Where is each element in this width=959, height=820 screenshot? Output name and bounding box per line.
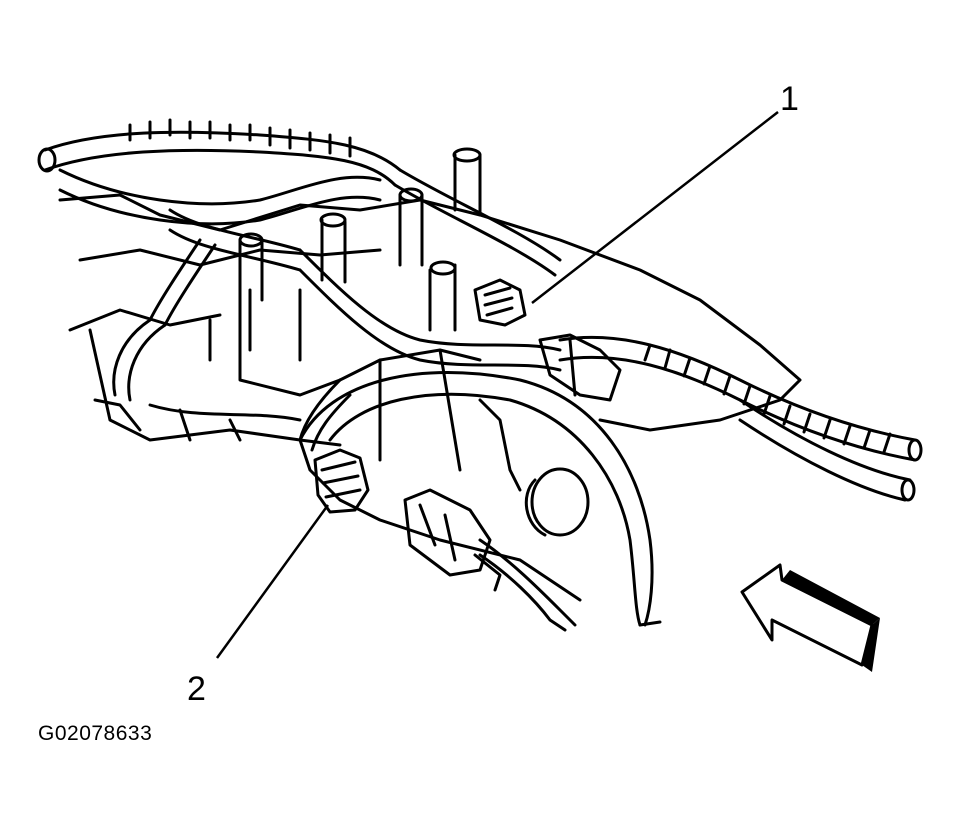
engine-body (58, 193, 802, 627)
intake-runners (238, 147, 482, 332)
connector-3 (403, 488, 502, 592)
wiring-harness (37, 118, 923, 632)
connector-1 (473, 278, 622, 402)
view-direction-arrow-icon (740, 563, 880, 672)
connector-2 (313, 448, 370, 514)
callout-1-leader (531, 111, 779, 304)
figure-id: G02078633 (38, 722, 153, 745)
callout-1-label: 1 (780, 80, 799, 118)
callout-2-leader (215, 504, 330, 659)
callout-2-label: 2 (187, 670, 206, 708)
